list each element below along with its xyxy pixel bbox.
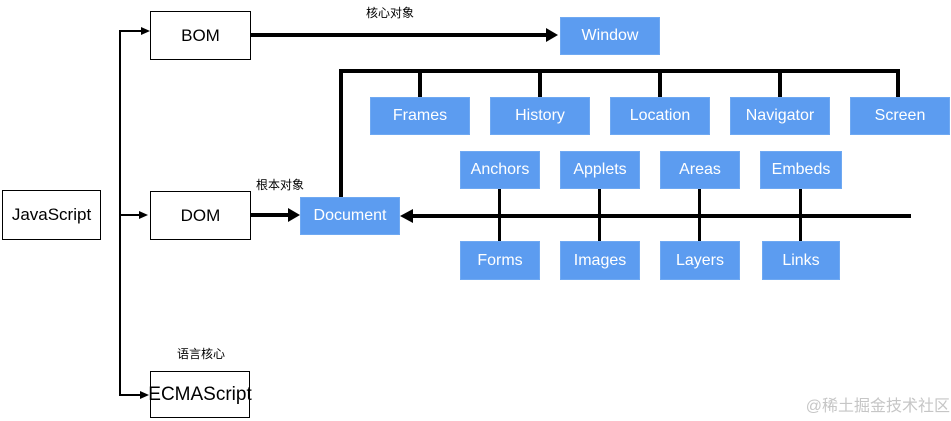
node-areas: Areas xyxy=(660,151,740,189)
node-history-label: History xyxy=(515,107,565,124)
arrowhead-to-ecmascript-icon xyxy=(140,391,149,399)
node-bom: BOM xyxy=(150,11,251,60)
node-applets: Applets xyxy=(560,151,640,189)
edge-bom-window xyxy=(251,33,547,37)
node-document-label: Document xyxy=(313,207,387,224)
window-children-bus xyxy=(339,69,900,73)
arrowhead-document-icon xyxy=(288,208,300,222)
node-navigator: Navigator xyxy=(730,97,830,135)
stub-frames xyxy=(418,69,422,97)
node-location: Location xyxy=(610,97,710,135)
cross-areas-layers xyxy=(698,189,701,241)
watermark: @稀土掘金技术社区 xyxy=(805,398,950,415)
node-location-label: Location xyxy=(629,107,691,124)
stub-screen xyxy=(896,69,900,97)
edge-dom-document xyxy=(251,213,289,217)
cross-embeds-links xyxy=(799,189,802,241)
node-layers-label: Layers xyxy=(675,251,725,269)
branch-line-to-ecmascript xyxy=(119,394,141,396)
edge-label-core-object: 核心对象 xyxy=(365,6,414,20)
node-images-label: Images xyxy=(573,251,627,269)
node-screen: Screen xyxy=(850,97,950,135)
arrowhead-to-dom-icon xyxy=(139,211,148,219)
node-navigator-label: Navigator xyxy=(745,107,815,124)
trunk-line xyxy=(119,31,121,395)
node-forms-label: Forms xyxy=(477,251,523,269)
arrowhead-to-bom-icon xyxy=(141,27,150,35)
node-screen-label: Screen xyxy=(874,107,926,124)
node-anchors-label: Anchors xyxy=(470,161,530,178)
bus-to-document-line xyxy=(339,69,343,197)
node-window: Window xyxy=(560,17,660,55)
node-window-label: Window xyxy=(581,27,639,44)
edge-label-language-core: 语言核心 xyxy=(176,347,225,361)
node-embeds-label: Embeds xyxy=(771,161,831,178)
arrowhead-into-document-icon xyxy=(400,209,413,223)
node-applets-label: Applets xyxy=(573,161,627,178)
node-history: History xyxy=(490,97,590,135)
node-javascript-label: JavaScript xyxy=(11,205,92,224)
node-anchors: Anchors xyxy=(460,151,540,189)
node-embeds: Embeds xyxy=(760,151,842,189)
document-axis xyxy=(413,214,911,218)
node-images: Images xyxy=(560,241,640,280)
node-frames-label: Frames xyxy=(392,107,448,124)
node-ecmascript: ECMAScript xyxy=(148,371,252,418)
node-ecmascript-label: ECMAScript xyxy=(148,383,252,405)
branch-line-to-dom xyxy=(119,214,140,216)
node-dom-label: DOM xyxy=(180,205,221,225)
node-bom-label: BOM xyxy=(181,25,220,45)
branch-line-to-bom xyxy=(119,30,142,32)
node-forms: Forms xyxy=(460,241,540,280)
node-links: Links xyxy=(762,241,840,280)
edge-label-root-object: 根本对象 xyxy=(255,178,304,192)
arrowhead-window-icon xyxy=(546,28,558,42)
node-javascript: JavaScript xyxy=(2,190,101,240)
node-dom: DOM xyxy=(150,191,251,240)
stub-location xyxy=(658,69,662,97)
cross-anchors-forms xyxy=(498,189,501,241)
cross-applets-images xyxy=(598,189,601,241)
stub-history xyxy=(538,69,542,97)
node-frames: Frames xyxy=(370,97,470,135)
stub-navigator xyxy=(778,69,782,97)
node-areas-label: Areas xyxy=(679,161,721,178)
node-links-label: Links xyxy=(782,251,820,269)
node-layers: Layers xyxy=(660,241,740,280)
node-document: Document xyxy=(300,197,400,235)
